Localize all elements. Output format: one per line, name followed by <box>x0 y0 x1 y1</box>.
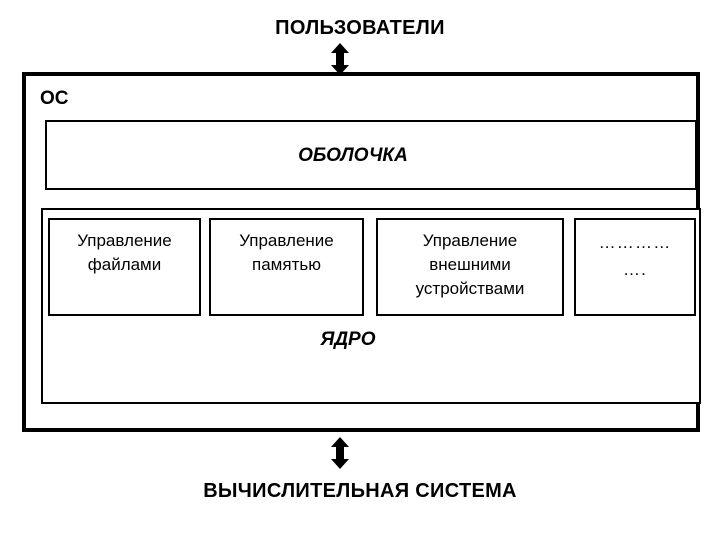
kernel-module-label: Управление файлами <box>77 231 172 274</box>
kernel-box: Управление файлами Управление памятью Уп… <box>41 208 701 404</box>
top-caption-users: ПОЛЬЗОВАТЕЛИ <box>275 17 445 39</box>
kernel-module-file-management: Управление файлами <box>48 218 201 316</box>
kernel-module-ellipsis: ………… …. <box>574 218 696 316</box>
double-headed-vertical-arrow-icon <box>327 43 353 75</box>
ellipsis-label: ………… …. <box>598 233 672 279</box>
kernel-module-label: Управление внешними устройствами <box>415 231 525 298</box>
shell-box: ОБОЛОЧКА <box>45 120 697 190</box>
double-headed-vertical-arrow-icon <box>327 437 353 469</box>
os-label: ОС <box>40 88 69 109</box>
kernel-module-memory-management: Управление памятью <box>209 218 364 316</box>
os-frame: ОС ОБОЛОЧКА Управление файлами Управлени… <box>22 72 701 432</box>
kernel-module-device-management: Управление внешними устройствами <box>376 218 564 316</box>
shell-label: ОБОЛОЧКА <box>298 145 408 166</box>
bottom-caption-computer-system: ВЫЧИСЛИТЕЛЬНАЯ СИСТЕМА <box>203 480 517 502</box>
kernel-module-label: Управление памятью <box>239 231 334 274</box>
kernel-label: ЯДРО <box>320 329 376 350</box>
